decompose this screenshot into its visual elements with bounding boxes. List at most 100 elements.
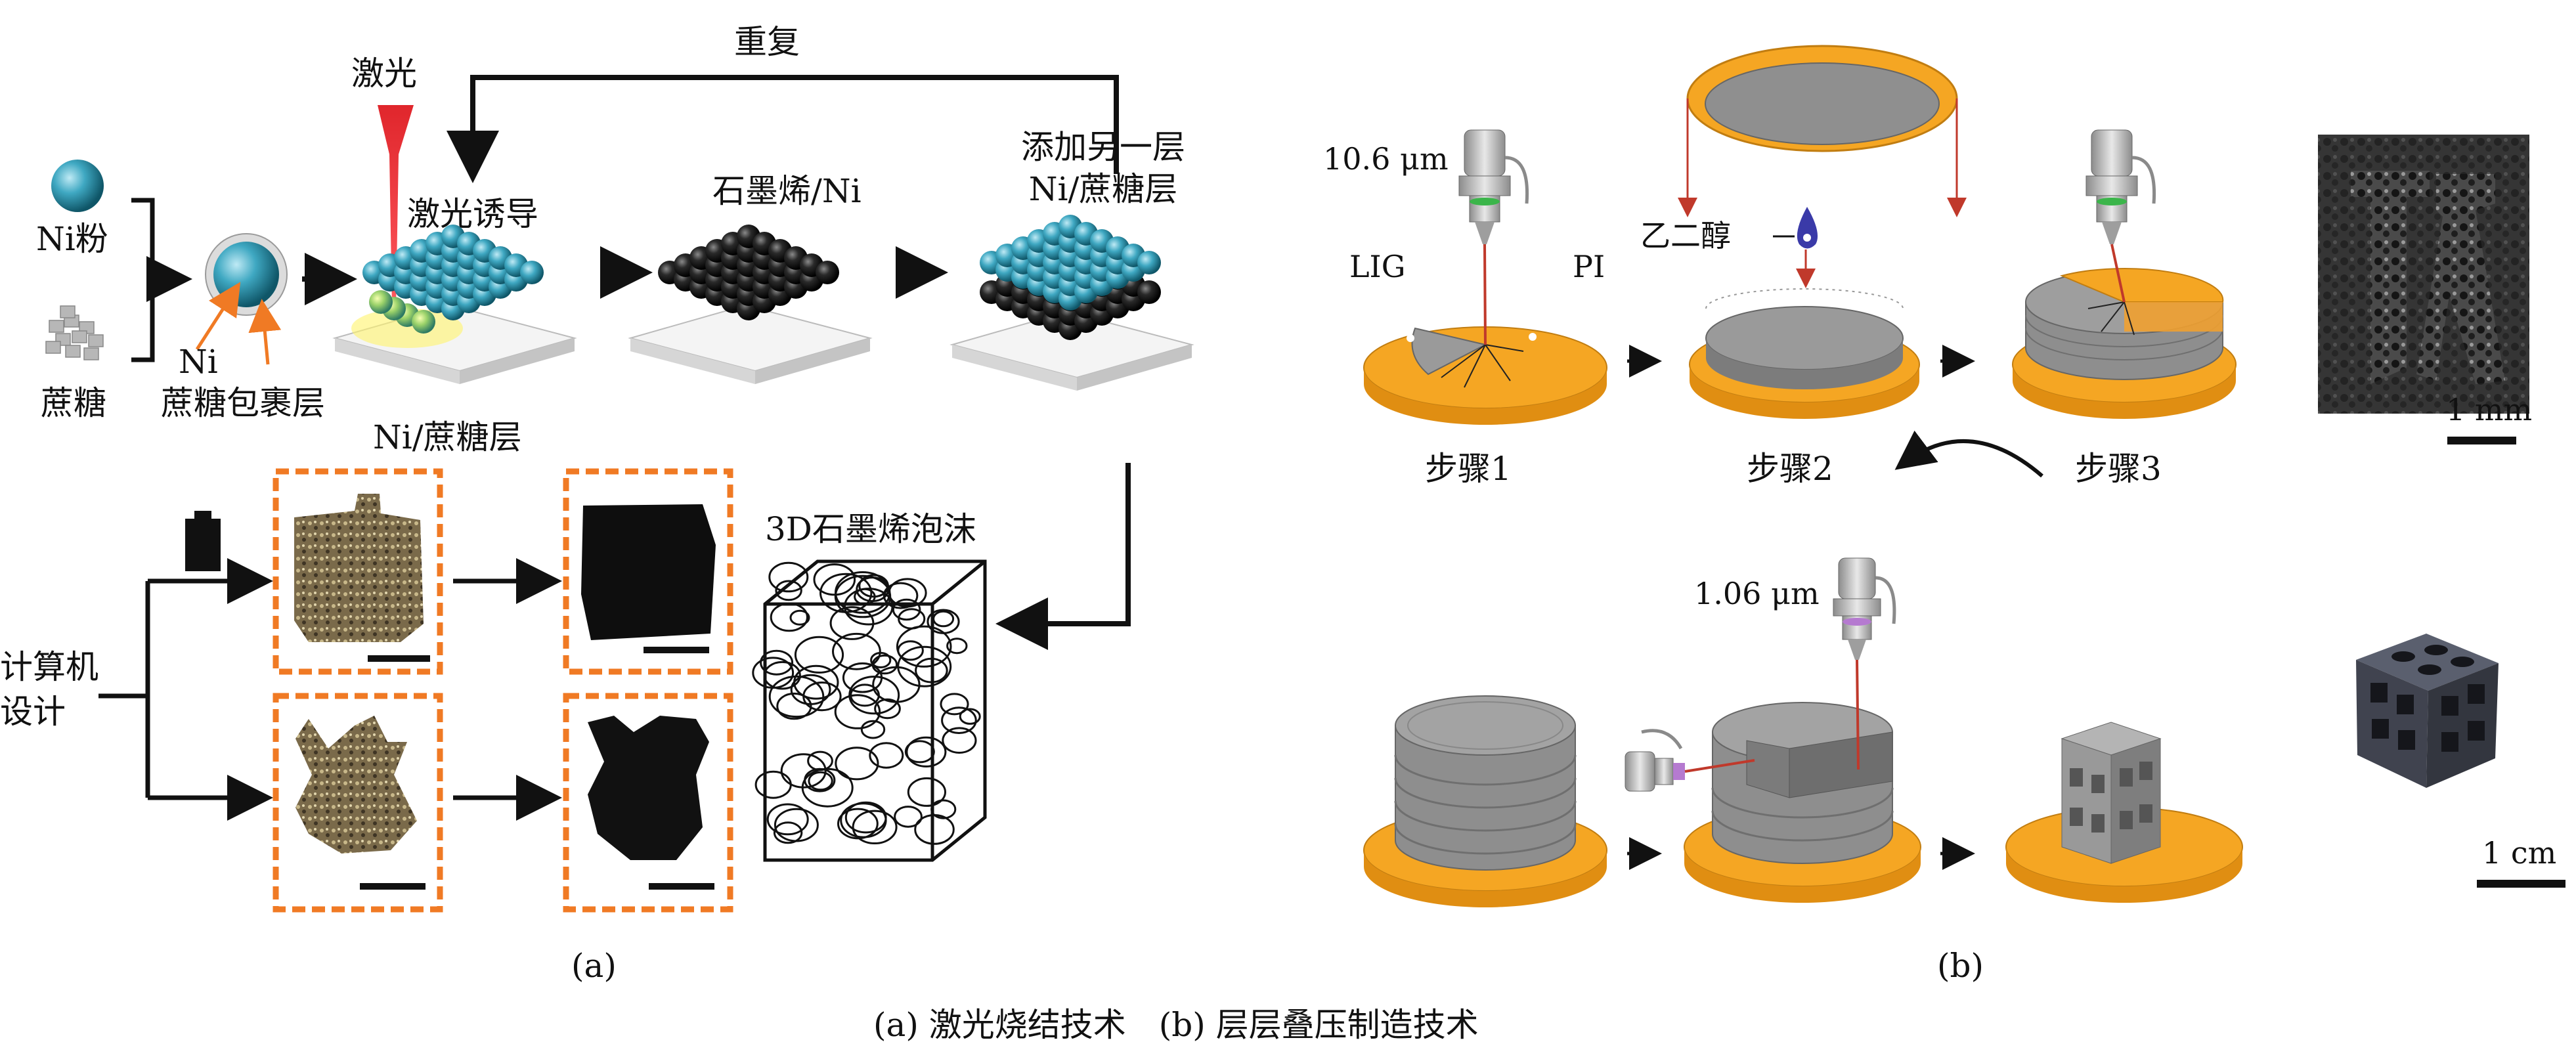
foam-pore xyxy=(940,693,969,716)
foam-pore xyxy=(837,808,879,840)
particle xyxy=(1137,251,1161,274)
foam-pore xyxy=(897,645,952,687)
wavelength-1-label: 10.6 μm xyxy=(1323,141,1449,177)
foam-pore xyxy=(754,770,792,799)
foam-pore xyxy=(892,598,921,621)
foam-pore xyxy=(804,768,836,792)
foam-pore xyxy=(832,632,881,670)
add-layer-label-1: 添加另一层 xyxy=(1021,128,1185,166)
scale-1mm-label: 1 mm xyxy=(2446,392,2533,427)
foam-pore xyxy=(896,625,952,668)
foam-3d-label: 3D石墨烯泡沫 xyxy=(765,510,976,548)
scale-1cm-label: 1 cm xyxy=(2482,835,2557,871)
foam-pore xyxy=(794,636,844,674)
figure-caption: (a) 激光烧结技术 (b) 层层叠压制造技术 xyxy=(873,1006,1479,1044)
step2-disc xyxy=(1689,288,1920,419)
foam-pore xyxy=(775,580,802,601)
particle xyxy=(1137,280,1161,304)
foam-pore xyxy=(860,720,886,739)
particle xyxy=(816,261,839,284)
foam-pore xyxy=(870,651,892,668)
laser-label: 激光 xyxy=(351,54,417,93)
ball-grid-laser xyxy=(362,225,544,334)
laser-beam-icon xyxy=(378,105,414,309)
foam-pore xyxy=(793,664,839,700)
foam-pore xyxy=(768,561,809,593)
add-layer-label-2: Ni/蔗糖层 xyxy=(1028,170,1178,208)
ni-label: Ni xyxy=(179,343,218,381)
computer-design-label-2: 设计 xyxy=(0,693,66,731)
computer-design-label-1: 计算机 xyxy=(0,648,98,686)
repeat-loop-arrow xyxy=(447,75,1119,183)
particle xyxy=(520,261,544,284)
cut-cylinder xyxy=(1684,702,1921,903)
sucrose-icon xyxy=(45,305,104,360)
sintered-particle xyxy=(412,310,435,334)
foam-pore xyxy=(874,698,901,720)
foam-pore xyxy=(829,606,875,640)
sucrose-label: 蔗糖 xyxy=(41,384,106,422)
foam-pore xyxy=(808,771,833,791)
sucrose-coating-label: 蔗糖包裹层 xyxy=(161,384,325,422)
input-bracket xyxy=(131,198,192,362)
step3-label: 步骤3 xyxy=(2075,450,2162,488)
battery-icon xyxy=(185,511,221,571)
lig-label: LIG xyxy=(1349,249,1406,284)
platform-graphene xyxy=(628,304,873,384)
ni-sucrose-layer-label: Ni/蔗糖层 xyxy=(373,418,522,456)
foam-pore xyxy=(930,799,957,819)
panel-b-label: (b) xyxy=(1937,947,1984,985)
foam-pore xyxy=(914,814,955,845)
foam-pore xyxy=(802,682,842,712)
repeat-label: 重复 xyxy=(734,23,800,61)
ball-grid-add-teal xyxy=(980,215,1161,311)
foam-pore xyxy=(773,821,803,844)
ethylene-glycol-label: 乙二醇 xyxy=(1640,218,1731,253)
foam-pore xyxy=(835,747,879,781)
foam-pore xyxy=(834,694,881,729)
step2-label: 步骤2 xyxy=(1747,450,1833,488)
foam-pore xyxy=(941,706,977,734)
foam-pore xyxy=(834,574,892,618)
sample-box-3 xyxy=(273,693,443,913)
foam-pore xyxy=(848,676,900,715)
step1-label: 步骤1 xyxy=(1425,450,1512,488)
panel-a-label: (a) xyxy=(571,947,617,985)
graphene-ni-label: 石墨烯/Ni xyxy=(712,172,862,210)
foam-pore xyxy=(770,602,808,632)
foam-pore xyxy=(907,777,947,807)
sample-box-1 xyxy=(273,468,443,675)
coated-particle-icon xyxy=(205,233,288,316)
arrow-to-foam xyxy=(995,463,1131,650)
foam-pore xyxy=(871,654,898,675)
foam-pore xyxy=(852,810,898,845)
step1-disc xyxy=(1363,326,1607,425)
foam-pore xyxy=(906,736,947,768)
foam-pore xyxy=(835,571,891,614)
foam-pore xyxy=(946,638,968,655)
foam-pore xyxy=(904,740,935,764)
platform-add-layer xyxy=(950,311,1194,391)
laser-head-side-icon xyxy=(1625,729,1755,792)
foam-pore xyxy=(915,657,948,683)
ni-powder-icon xyxy=(51,160,104,212)
graphene-foam-cube xyxy=(752,559,987,862)
foam-pore xyxy=(894,806,923,828)
return-arrow xyxy=(1894,430,2043,478)
sem-image xyxy=(2318,135,2529,444)
foam-pore xyxy=(856,576,890,603)
foam-pore xyxy=(760,649,794,676)
foam-pore xyxy=(869,742,904,769)
laser-head-1-icon xyxy=(1458,129,1529,345)
foam-pore xyxy=(942,727,977,754)
foam-pore xyxy=(763,660,801,690)
foam-pore xyxy=(842,662,883,693)
sample-arrows xyxy=(453,558,562,821)
ethylene-glycol-drop-icon xyxy=(1773,207,1818,249)
ball-grid-graphene xyxy=(658,225,839,320)
platform-laser-induce xyxy=(332,304,577,384)
sample-box-2 xyxy=(563,468,733,675)
orange-pointer-arrows xyxy=(195,282,282,365)
foam-pore xyxy=(774,808,819,842)
